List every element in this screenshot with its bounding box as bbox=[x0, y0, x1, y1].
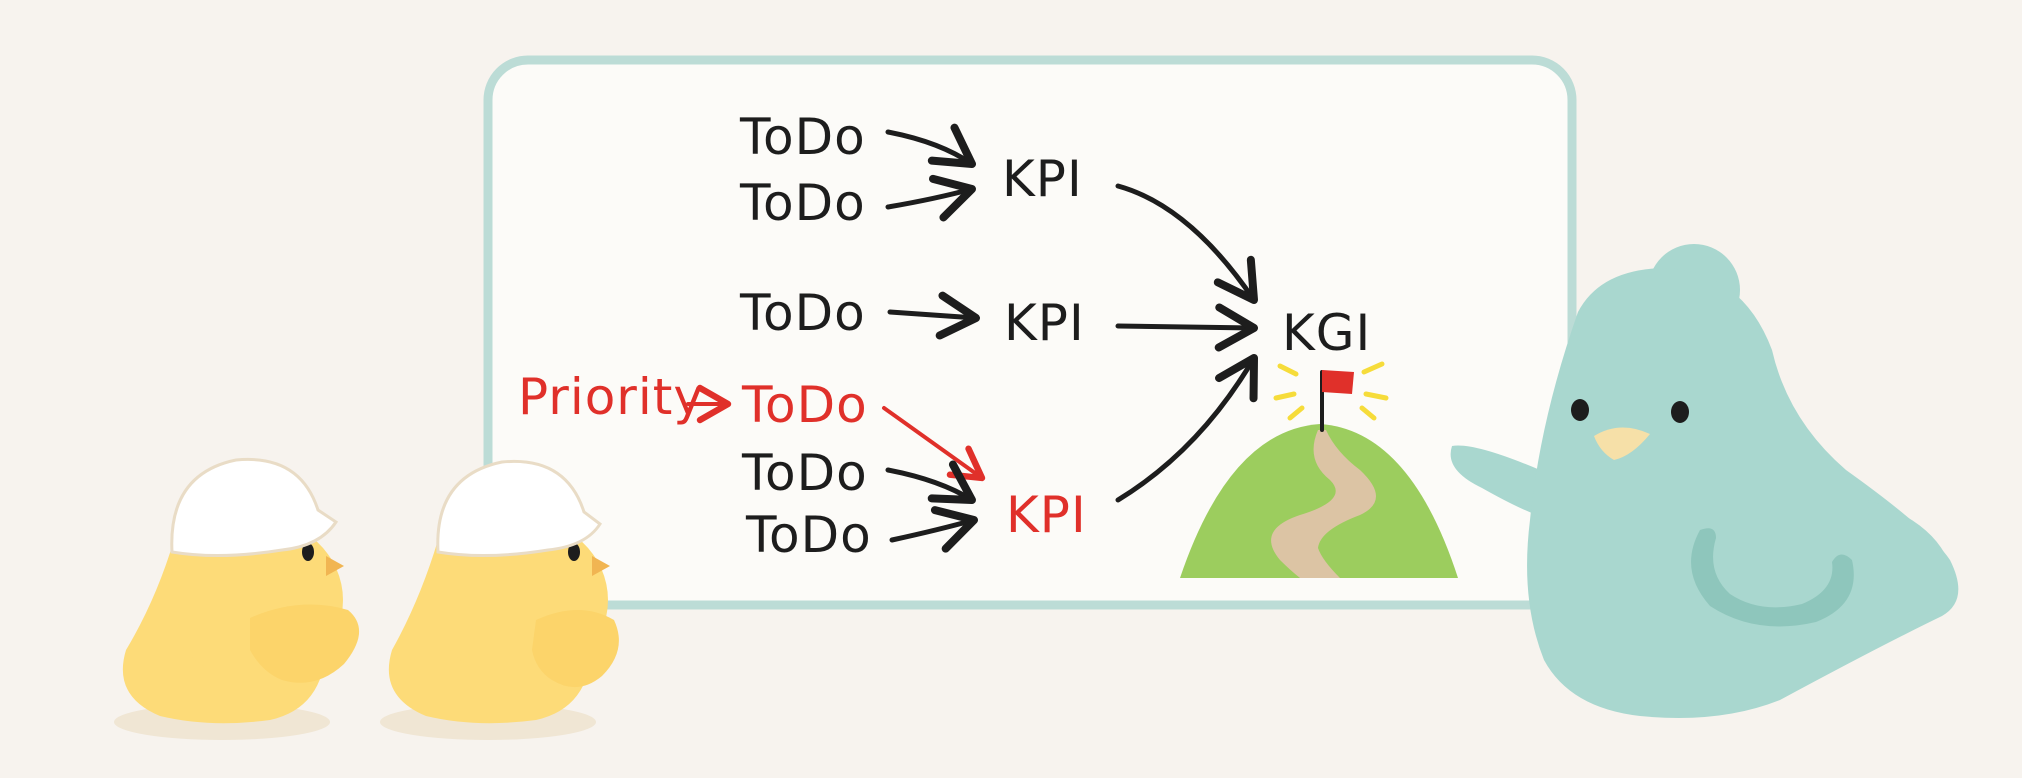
todo-label-priority: ToDo bbox=[741, 376, 868, 434]
arrow-kpi-bottom-kgi bbox=[1115, 354, 1258, 503]
arrow-todo6-kpi-bottom bbox=[889, 506, 978, 553]
todo-label-3: ToDo bbox=[739, 284, 866, 342]
kpi-label-top: KPI bbox=[1002, 150, 1083, 208]
arrow-todo3-kpi-middle bbox=[887, 291, 980, 340]
kgi-label: KGI bbox=[1282, 304, 1371, 362]
kpi-label-bottom: KPI bbox=[1006, 486, 1087, 544]
mountain-with-flag-icon bbox=[1180, 361, 1458, 578]
chick-with-helmet-icon bbox=[380, 459, 619, 740]
priority-label: Priority bbox=[518, 368, 704, 426]
arrow-kpi-top-kgi bbox=[1115, 183, 1258, 304]
arrow-kpi-middle-kgi bbox=[1115, 303, 1258, 352]
arrow-todo5-kpi-bottom bbox=[885, 460, 976, 504]
kpi-label-middle: KPI bbox=[1004, 294, 1085, 352]
sparkle-icon bbox=[1273, 361, 1389, 421]
todo-label-5: ToDo bbox=[741, 444, 868, 502]
todo-label-6: ToDo bbox=[745, 506, 872, 564]
chick-with-helmet-icon bbox=[114, 457, 360, 740]
todo-label-1: ToDo bbox=[739, 108, 866, 166]
teacher-bird-icon bbox=[1450, 244, 1959, 718]
arrow-todo2-kpi-top bbox=[885, 174, 976, 222]
todo-label-2: ToDo bbox=[739, 174, 866, 232]
arrow-todo1-kpi-top bbox=[885, 123, 976, 168]
